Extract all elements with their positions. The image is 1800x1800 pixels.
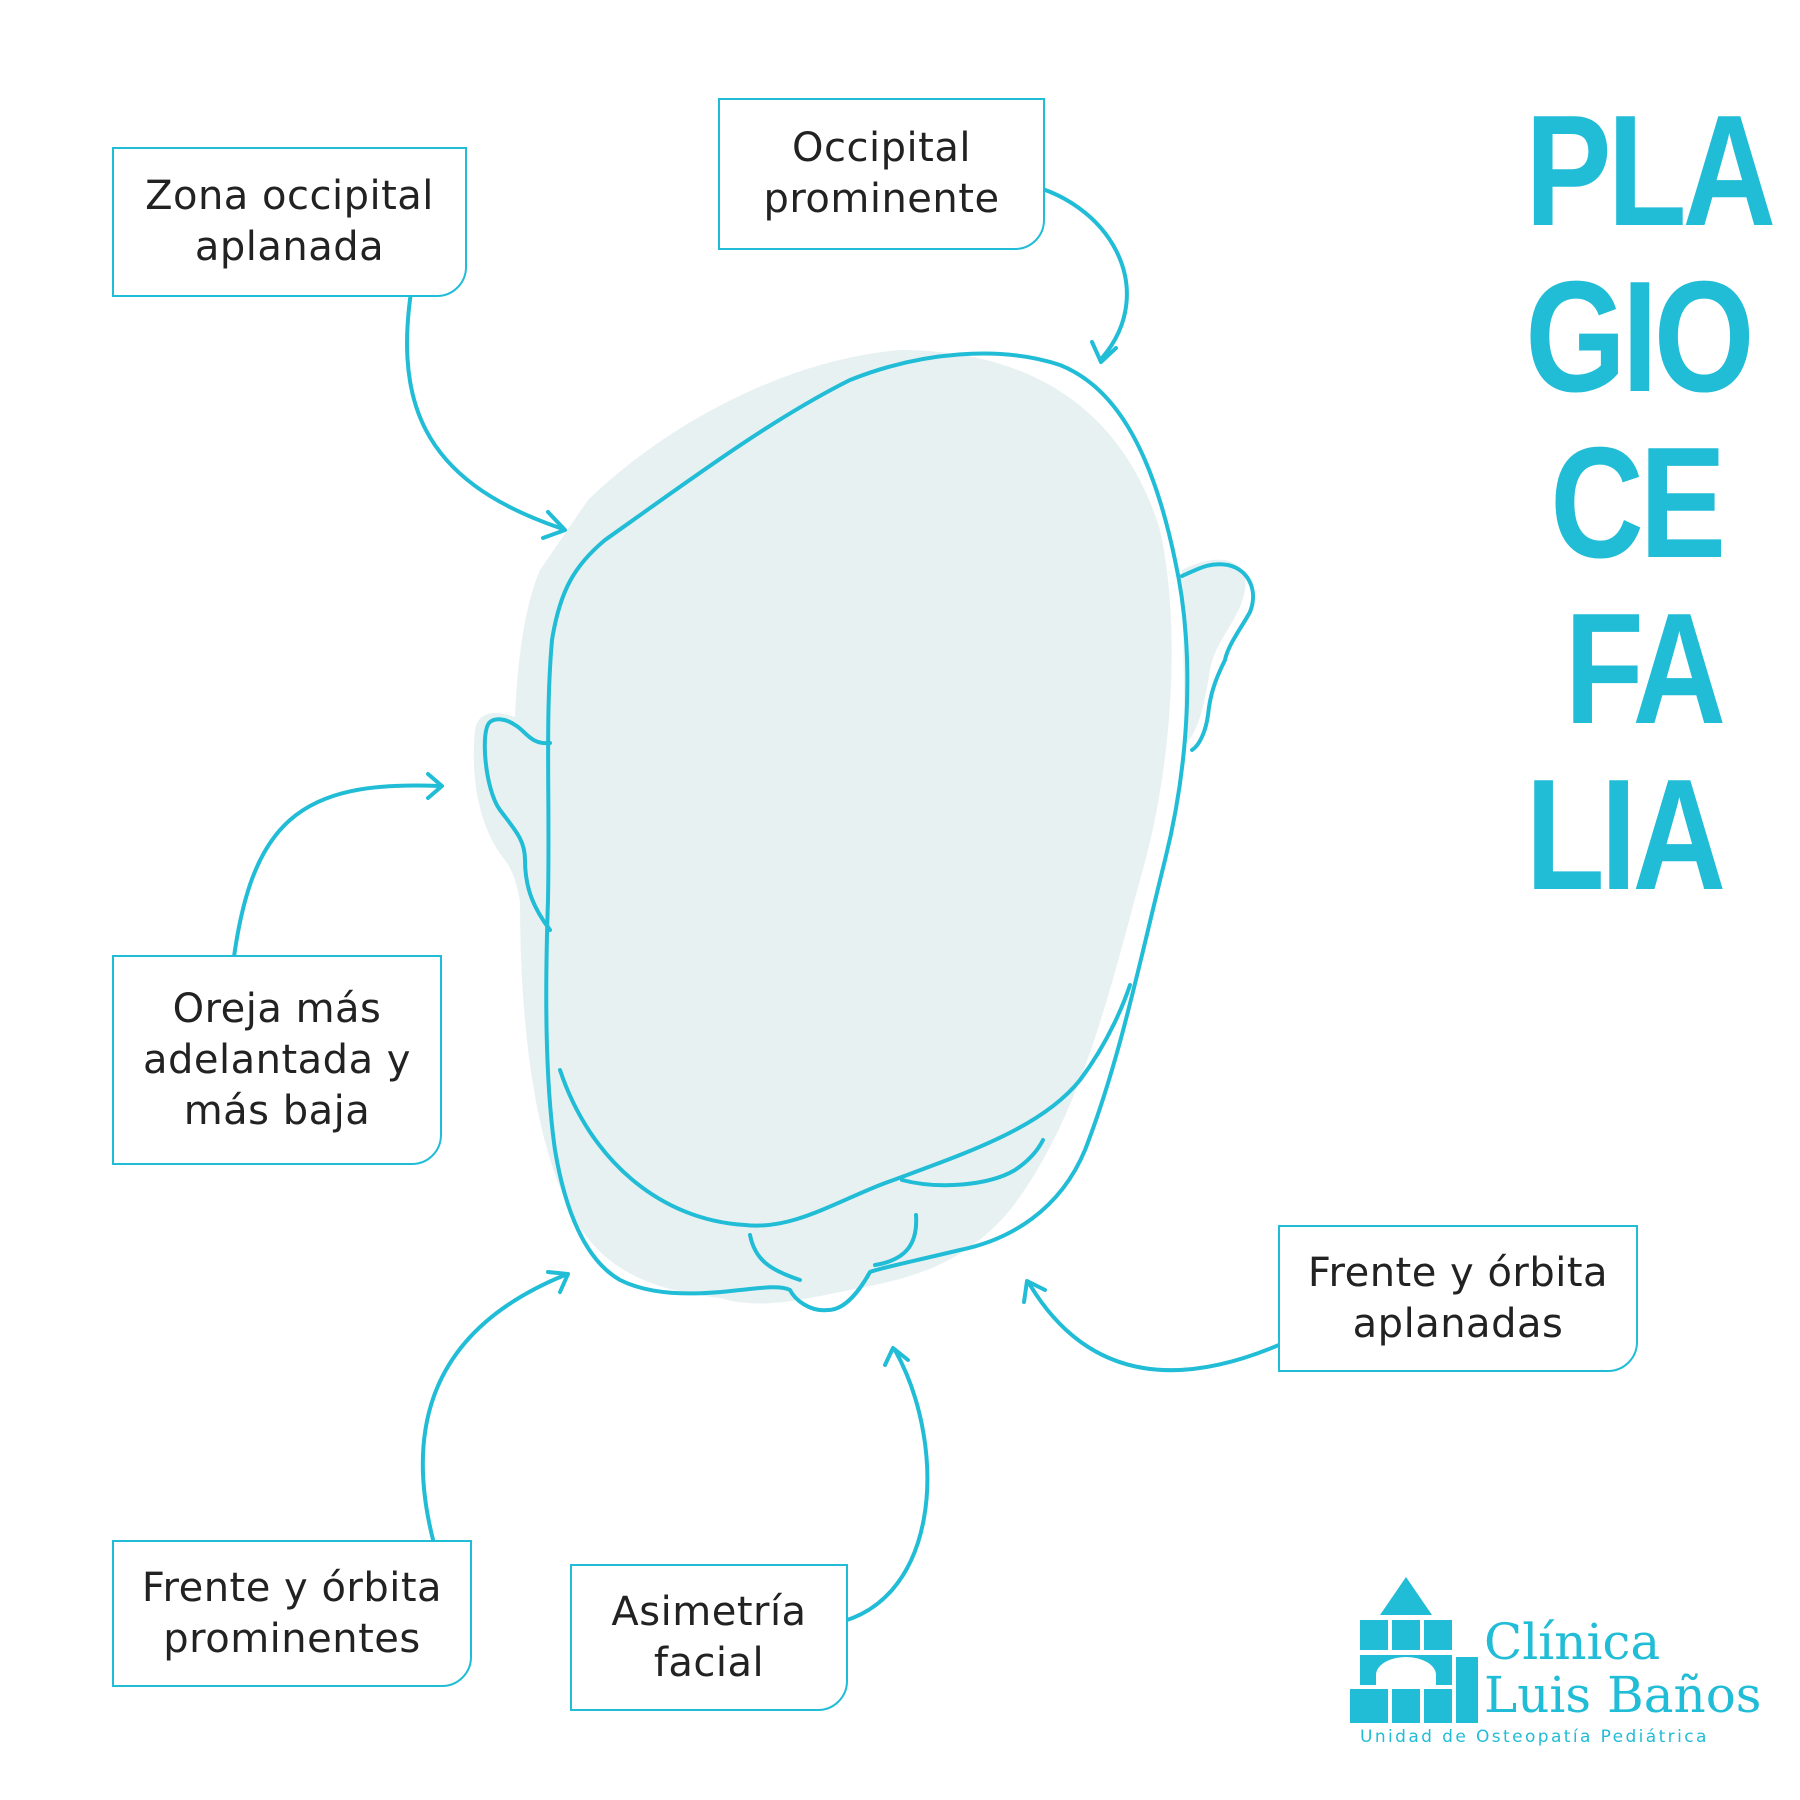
jaw-line xyxy=(558,983,1132,1228)
right-ear-shadow xyxy=(1182,559,1246,745)
arrowhead-frente-aplanadas xyxy=(1022,1279,1047,1304)
arrow-zona-occipital xyxy=(405,266,562,530)
right-ear xyxy=(1180,562,1255,752)
label-frente-aplanadas: Frente y órbita aplanadas xyxy=(1278,1225,1638,1372)
label-occipital-prominente: Occipital prominente xyxy=(718,98,1045,250)
arrowhead-oreja xyxy=(426,772,444,800)
arrow-frente-aplanadas xyxy=(1028,1283,1307,1373)
arrow-frente-prominentes xyxy=(420,1273,567,1560)
brow-line xyxy=(900,1138,1045,1188)
clinic-logo: Clínica Luis Baños Unidad de Osteopatía … xyxy=(1350,1575,1770,1747)
logo-subtitle: Unidad de Osteopatía Pediátrica xyxy=(1360,1727,1709,1747)
label-frente-aplanadas-text: Frente y órbita aplanadas xyxy=(1307,1249,1609,1347)
arrowhead-asimetria xyxy=(883,1346,910,1367)
label-occipital-prominente-text: Occipital prominente xyxy=(763,125,1000,222)
label-oreja-text: Oreja más adelantada y más baja xyxy=(143,985,411,1134)
label-asimetria-text: Asimetría facial xyxy=(611,1588,807,1686)
label-oreja: Oreja más adelantada y más baja xyxy=(112,955,442,1165)
title-line: FA xyxy=(1564,581,1726,757)
nose-line-right xyxy=(873,1213,919,1267)
label-zona-occipital: Zona occipital aplanada xyxy=(112,147,467,297)
title-line: PLA xyxy=(1525,83,1776,259)
logo-name-line2: Luis Baños xyxy=(1484,1666,1762,1724)
label-frente-prominentes-text: Frente y órbita prominentes xyxy=(141,1564,443,1662)
head-outline xyxy=(544,351,1190,1313)
nose-line xyxy=(748,1233,802,1282)
arrow-occipital-prominente xyxy=(1018,181,1129,360)
arrow-asimetria xyxy=(823,1348,930,1627)
blocks-logo-icon xyxy=(1350,1577,1478,1723)
label-asimetria: Asimetría facial xyxy=(570,1564,848,1711)
title-plagiocefalia: PLA GIO CE FA LIA xyxy=(1525,83,1776,923)
arrow-oreja xyxy=(230,783,442,974)
label-frente-prominentes: Frente y órbita prominentes xyxy=(112,1540,472,1687)
arrowhead-occipital-prominente xyxy=(1090,340,1118,364)
left-ear xyxy=(482,717,552,932)
title-line: LIA xyxy=(1525,747,1727,923)
label-zona-occipital-text: Zona occipital aplanada xyxy=(145,173,434,270)
arrowhead-frente-prominentes xyxy=(546,1270,570,1294)
head-shadow xyxy=(514,350,1172,1304)
title-line: GIO xyxy=(1525,249,1754,425)
arrowhead-zona-occipital xyxy=(541,510,567,540)
title-line: CE xyxy=(1550,415,1726,591)
logo-name-line1: Clínica xyxy=(1484,1613,1661,1671)
